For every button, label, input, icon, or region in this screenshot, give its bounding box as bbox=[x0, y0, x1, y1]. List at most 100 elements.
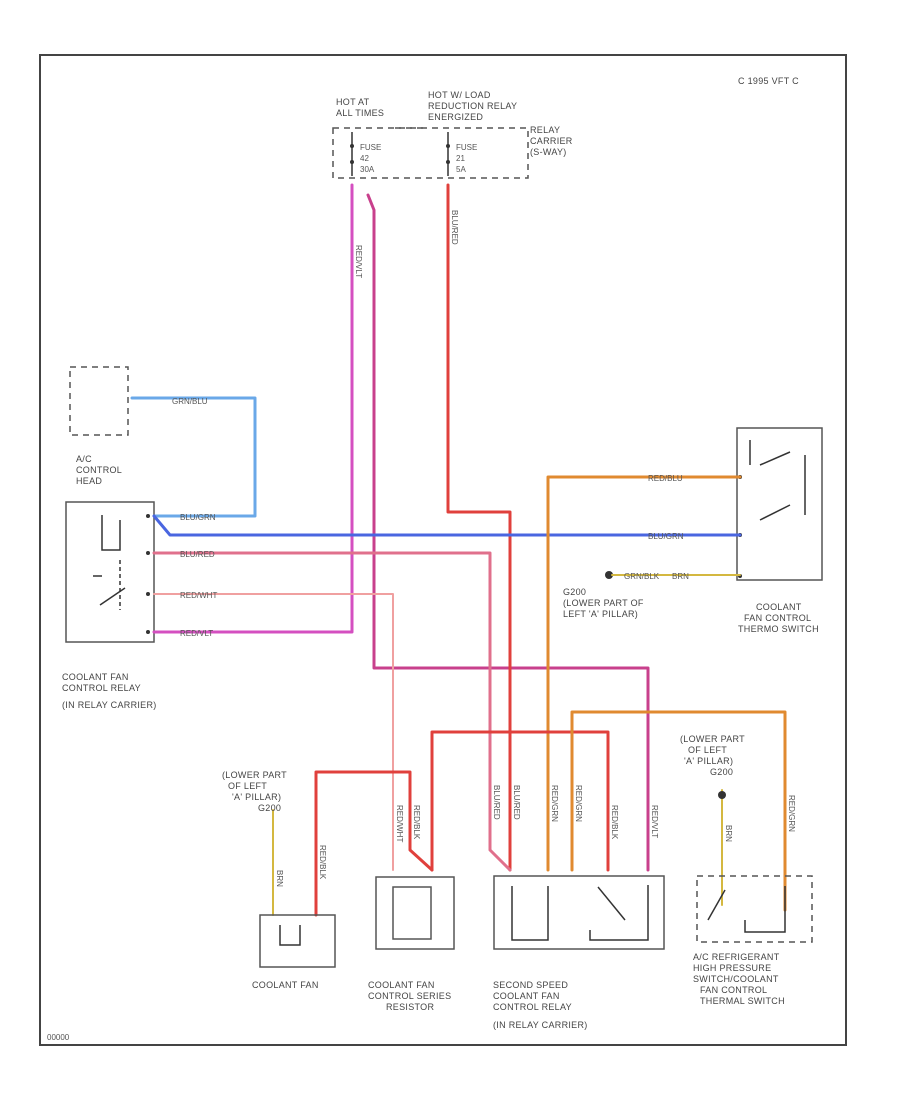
fuse-21-label-3: 5A bbox=[456, 165, 466, 174]
second-speed-l1: SECOND SPEED bbox=[493, 980, 568, 990]
ac-pressure-switch-box bbox=[696, 875, 813, 943]
relay-carrier-l1: RELAY bbox=[530, 125, 560, 135]
wire-blu-red-2 bbox=[152, 551, 512, 872]
wire-label-blu-red: BLU/RED bbox=[180, 550, 215, 559]
relay-carrier-l2: CARRIER bbox=[530, 136, 573, 146]
ground-right-l2: OF LEFT bbox=[688, 745, 727, 755]
wire-label-v-ss3: RED/GRN bbox=[550, 785, 559, 822]
fuse-42-label-1: FUSE bbox=[360, 143, 381, 152]
second-speed-l2: COOLANT FAN bbox=[493, 991, 560, 1001]
ground-g200-l2: (LOWER PART OF bbox=[563, 598, 644, 608]
ac-pressure-l3: SWITCH/COOLANT bbox=[693, 974, 779, 984]
wire-label-v-right1: BRN bbox=[724, 825, 733, 842]
fuse-42: FUSE 42 30A bbox=[350, 132, 381, 176]
series-resistor-box bbox=[375, 876, 455, 950]
ac-pressure-l1: A/C REFRIGERANT bbox=[693, 952, 780, 962]
hot-at-all-times-l2: ALL TIMES bbox=[336, 108, 384, 118]
wire-red-blk bbox=[314, 770, 434, 917]
control-relay-l1: COOLANT FAN bbox=[62, 672, 129, 682]
hot-load-relay-l3: ENERGIZED bbox=[428, 112, 483, 122]
wire-label-v-res2: RED/BLK bbox=[412, 805, 421, 840]
fuse-21-label-2: 21 bbox=[456, 154, 465, 163]
series-resistor-l2: CONTROL SERIES bbox=[368, 991, 451, 1001]
ac-control-head-l3: HEAD bbox=[76, 476, 102, 486]
fuse-42-label-2: 42 bbox=[360, 154, 369, 163]
ground-left-l4: G200 bbox=[258, 803, 281, 813]
second-speed-relay: SECOND SPEED COOLANT FAN CONTROL RELAY (… bbox=[493, 875, 665, 1030]
ac-pressure-switch: A/C REFRIGERANT HIGH PRESSURE SWITCH/COO… bbox=[693, 875, 813, 1006]
wire-blu-red bbox=[446, 183, 512, 872]
wire-label-red-blu: RED/BLU bbox=[648, 474, 683, 483]
wire-label-v-ss2: BLU/RED bbox=[512, 785, 521, 820]
ac-control-head-l2: CONTROL bbox=[76, 465, 122, 475]
wire-red-grn-right bbox=[570, 710, 787, 912]
hot-at-all-times-l1: HOT AT bbox=[336, 97, 370, 107]
second-speed-l4: (IN RELAY CARRIER) bbox=[493, 1020, 588, 1030]
ground-left-l1: (LOWER PART bbox=[222, 770, 287, 780]
second-speed-l3: CONTROL RELAY bbox=[493, 1002, 572, 1012]
wire-label-v-ss1: BLU/RED bbox=[492, 785, 501, 820]
ground-right-l1: (LOWER PART bbox=[680, 734, 745, 744]
wire-grn-blu bbox=[130, 396, 257, 518]
ac-control-head-dashed-box bbox=[69, 366, 129, 436]
coolant-fan-box bbox=[259, 914, 336, 968]
ground-right-l4: G200 bbox=[710, 767, 733, 777]
ground-left-l3: 'A' PILLAR) bbox=[232, 792, 281, 802]
fuse-21-label-1: FUSE bbox=[456, 143, 477, 152]
ac-pressure-l4: FAN CONTROL bbox=[700, 985, 767, 995]
wire-red-vlt-1 bbox=[152, 183, 354, 634]
wire-label-top-pink: RED/VLT bbox=[354, 245, 363, 278]
hot-load-relay-l1: HOT W/ LOAD bbox=[428, 90, 491, 100]
second-speed-relay-box bbox=[493, 875, 665, 950]
wire-label-v-left1: BRN bbox=[275, 870, 284, 887]
diagram-id-label: 00000 bbox=[47, 1033, 70, 1042]
wire-red-vlt-2 bbox=[366, 193, 650, 872]
ground-g200-l1: G200 bbox=[563, 587, 586, 597]
series-resistor: COOLANT FAN CONTROL SERIES RESISTOR bbox=[368, 876, 455, 1012]
ground-right-symbol bbox=[718, 791, 726, 799]
hot-load-relay-l2: REDUCTION RELAY bbox=[428, 101, 517, 111]
copyright-label: C 1995 VFT C bbox=[738, 76, 799, 86]
control-relay-l3: (IN RELAY CARRIER) bbox=[62, 700, 157, 710]
thermo-switch-box bbox=[736, 427, 823, 581]
fuse-21: FUSE 21 5A bbox=[446, 132, 477, 176]
fuse-42-label-3: 30A bbox=[360, 165, 375, 174]
wire-label-blu-grn-2: BLU/GRN bbox=[648, 532, 684, 541]
wire-label-v-ss5: RED/BLK bbox=[610, 805, 619, 840]
control-relay-l2: CONTROL RELAY bbox=[62, 683, 141, 693]
thermo-switch-l2: FAN CONTROL bbox=[744, 613, 811, 623]
wire-label-grn-blk: GRN/BLK bbox=[624, 572, 660, 581]
wire-label-v-res1: RED/WHT bbox=[395, 805, 404, 842]
ground-right-l3: 'A' PILLAR) bbox=[684, 756, 733, 766]
wire-label-blu-grn-1: BLU/GRN bbox=[180, 513, 216, 522]
fuse-panel-outline bbox=[332, 127, 529, 179]
fuse-panel: HOT AT ALL TIMES HOT W/ LOAD REDUCTION R… bbox=[332, 90, 573, 179]
wire-blu-grn bbox=[152, 514, 742, 537]
ground-left-l2: OF LEFT bbox=[228, 781, 267, 791]
wire-label-v-right2: RED/GRN bbox=[787, 795, 796, 832]
wire-label-red-wht: RED/WHT bbox=[180, 591, 217, 600]
coolant-fan-thermo-switch: COOLANT FAN CONTROL THERMO SWITCH bbox=[736, 427, 823, 634]
ac-pressure-l5: THERMAL SWITCH bbox=[700, 996, 785, 1006]
coolant-fan-label: COOLANT FAN bbox=[252, 980, 319, 990]
ac-control-head-l1: A/C bbox=[76, 454, 92, 464]
thermo-switch-l1: COOLANT bbox=[756, 602, 802, 612]
series-resistor-l3: RESISTOR bbox=[386, 1002, 434, 1012]
wire-label-brn: BRN bbox=[672, 572, 689, 581]
series-resistor-element bbox=[392, 886, 432, 940]
coolant-fan: COOLANT FAN bbox=[252, 914, 336, 990]
wire-label-grn-blu: GRN/BLU bbox=[172, 397, 208, 406]
relay-carrier-l3: (S-WAY) bbox=[530, 147, 567, 157]
diagram-frame bbox=[39, 54, 847, 1046]
wire-red-blu bbox=[546, 475, 742, 872]
ground-g200-symbol bbox=[605, 571, 613, 579]
wire-red-wht bbox=[153, 593, 394, 871]
wire-label-top-fuse21: BLU/RED bbox=[450, 210, 459, 245]
series-resistor-l1: COOLANT FAN bbox=[368, 980, 435, 990]
ground-g200-l3: LEFT 'A' PILLAR) bbox=[563, 609, 638, 619]
control-relay-box bbox=[65, 501, 155, 643]
wire-label-red-vlt: RED/VLT bbox=[180, 629, 213, 638]
wire-red-grn-loop bbox=[430, 730, 610, 872]
wire-label-v-ss6: RED/VLT bbox=[650, 805, 659, 838]
